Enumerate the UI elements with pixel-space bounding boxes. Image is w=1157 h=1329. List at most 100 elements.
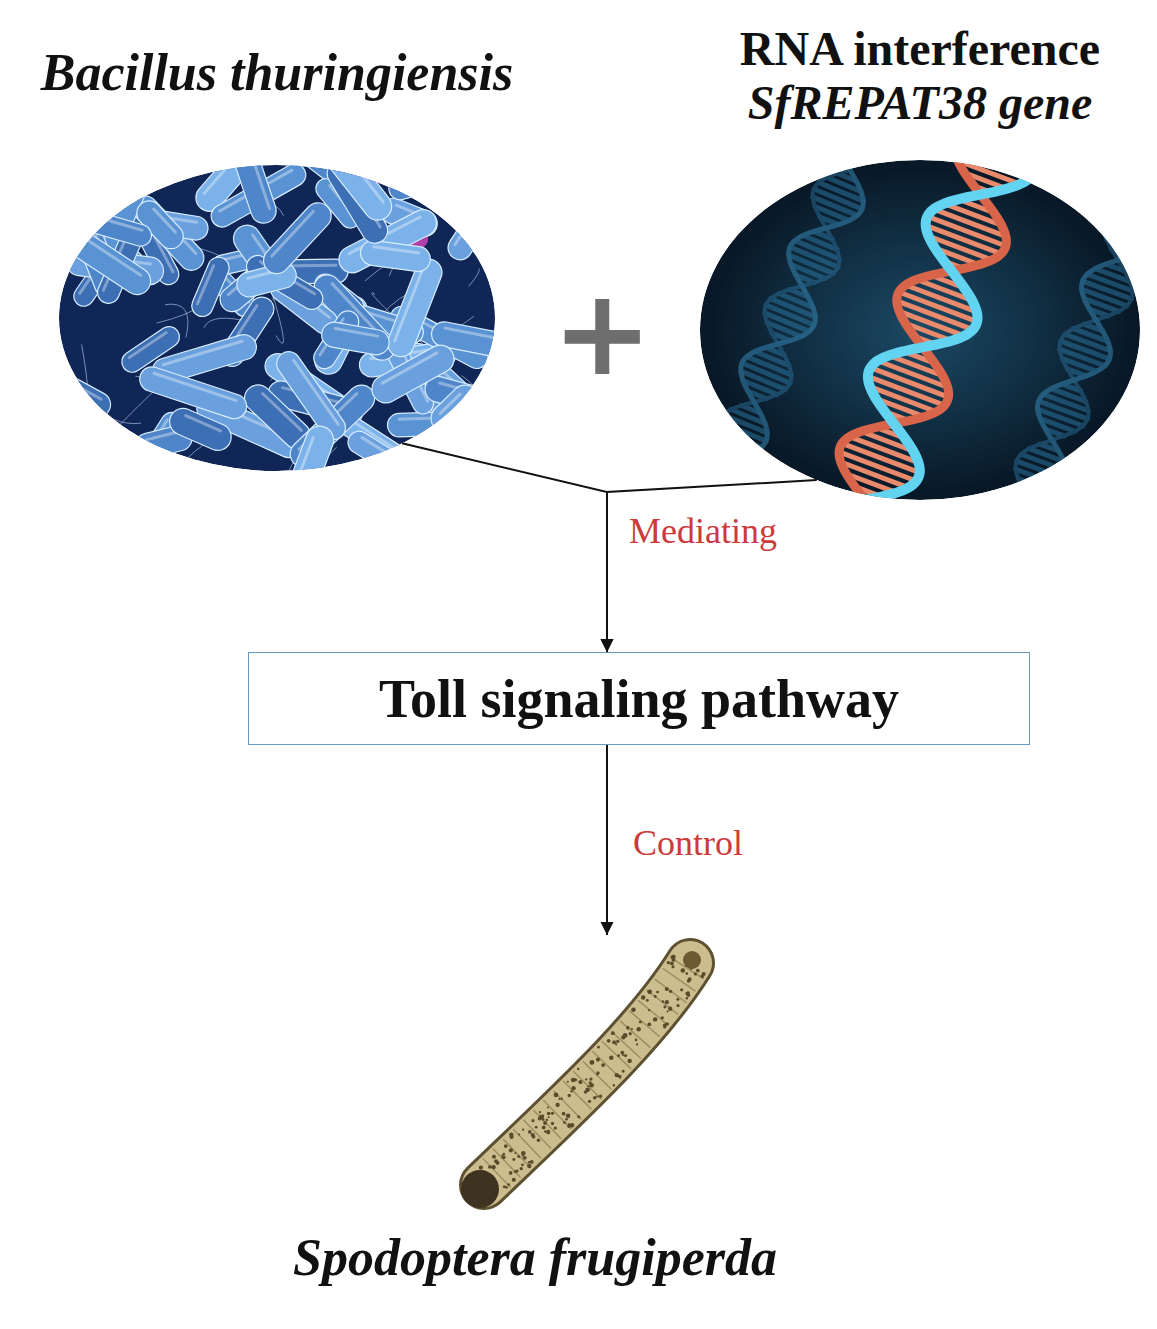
heading-text: Spodoptera frugiperda xyxy=(293,1228,777,1288)
speckle xyxy=(599,1095,602,1098)
flagellum xyxy=(75,212,85,249)
rod-highlight xyxy=(272,211,313,256)
speckle xyxy=(646,999,649,1002)
speckle xyxy=(567,1081,569,1083)
speckle xyxy=(548,1116,550,1118)
flagellum xyxy=(477,173,504,221)
arrow-connector xyxy=(606,745,608,935)
rod-highlight xyxy=(70,166,138,181)
body-segment xyxy=(592,1051,621,1079)
rod-highlight xyxy=(146,432,178,440)
speckle xyxy=(531,1119,534,1122)
speckle xyxy=(681,968,686,973)
bacterium-rod xyxy=(437,439,515,489)
rod-body xyxy=(437,439,515,489)
speckle xyxy=(501,1154,503,1156)
rod-body xyxy=(320,320,391,357)
rod-highlight xyxy=(186,416,221,431)
speckle xyxy=(663,1025,666,1028)
pathway-box: Toll signaling pathway xyxy=(248,652,1030,745)
speckle xyxy=(685,972,688,975)
speckle xyxy=(668,1007,672,1011)
rod-highlight xyxy=(340,147,383,202)
speckle xyxy=(509,1148,513,1152)
base-pair xyxy=(1023,489,1042,496)
speckle xyxy=(587,1085,589,1087)
speckle xyxy=(491,1165,495,1169)
speckle xyxy=(656,991,659,994)
speckle xyxy=(539,1111,541,1113)
rod-highlight xyxy=(445,328,493,337)
rod-highlight xyxy=(399,416,490,419)
speckle xyxy=(530,1160,534,1164)
bacterium-rod xyxy=(344,427,438,497)
speckle xyxy=(554,1127,557,1130)
speckle xyxy=(627,1059,631,1063)
larva-body xyxy=(484,963,690,1185)
rnai-oval: RNA interferenceSfREPAT38 gene xyxy=(700,160,1140,500)
flagellum xyxy=(274,298,284,343)
speckle xyxy=(661,1016,664,1019)
speckle xyxy=(551,1122,554,1125)
speckle xyxy=(590,1060,595,1065)
speckle xyxy=(641,995,645,999)
rod-body xyxy=(52,218,156,299)
speckle xyxy=(514,1152,516,1154)
bacterium-rod xyxy=(222,117,280,226)
dna-strand xyxy=(865,178,1029,500)
speckle xyxy=(648,1009,650,1011)
rod-body xyxy=(53,154,123,224)
bacterium-rod xyxy=(386,155,490,202)
box-text: Toll signaling pathway xyxy=(379,668,899,730)
oval-ground xyxy=(700,160,1140,500)
rod-body xyxy=(425,379,484,438)
speckle xyxy=(671,955,676,960)
speckle xyxy=(665,987,669,991)
speckle xyxy=(509,1171,513,1175)
speckle xyxy=(607,1039,611,1043)
dna-strand xyxy=(1030,200,1154,500)
speckle xyxy=(617,1054,620,1057)
rod-body xyxy=(344,427,438,497)
flagellum xyxy=(462,376,511,425)
speckle xyxy=(596,1071,599,1074)
speckle xyxy=(665,1000,669,1004)
bacterium-rod xyxy=(320,320,391,357)
bacterium-rod xyxy=(188,254,232,320)
base-pair xyxy=(1117,209,1152,222)
speckle xyxy=(528,1130,532,1134)
flagellum xyxy=(82,344,88,402)
edge-label: Mediating xyxy=(626,510,780,552)
speckle xyxy=(612,1040,616,1044)
speckle xyxy=(685,991,689,995)
speckle xyxy=(488,1165,492,1169)
speckle xyxy=(611,1031,615,1035)
speckle xyxy=(596,1096,598,1098)
speckle xyxy=(588,1100,591,1103)
speckle xyxy=(522,1129,524,1131)
speckle xyxy=(554,1093,559,1098)
speckle xyxy=(687,992,690,995)
rod-highlight xyxy=(395,270,423,341)
speckle xyxy=(631,1008,636,1013)
rod-highlight xyxy=(197,266,213,304)
speckle xyxy=(672,955,676,959)
bacterium-rod xyxy=(56,159,150,200)
bacteria-illustration xyxy=(25,117,537,503)
heading-text: SfREPAT38 gene xyxy=(740,76,1100,130)
speckle xyxy=(537,1138,541,1142)
arrow-connector xyxy=(607,480,817,652)
flagellum xyxy=(469,268,480,286)
heading-text: RNA interference xyxy=(740,22,1100,76)
speckle xyxy=(521,1164,524,1167)
speckle xyxy=(620,1051,624,1055)
speckle xyxy=(647,1022,651,1026)
speckle xyxy=(615,1073,619,1077)
speckle xyxy=(663,1006,666,1009)
heading-text: Bacillus thuringiensis xyxy=(41,43,514,103)
flagellum xyxy=(453,181,475,233)
speckle xyxy=(669,990,672,993)
speckle xyxy=(567,1125,570,1128)
rod-body xyxy=(386,155,490,202)
dna-strand xyxy=(1016,200,1140,500)
